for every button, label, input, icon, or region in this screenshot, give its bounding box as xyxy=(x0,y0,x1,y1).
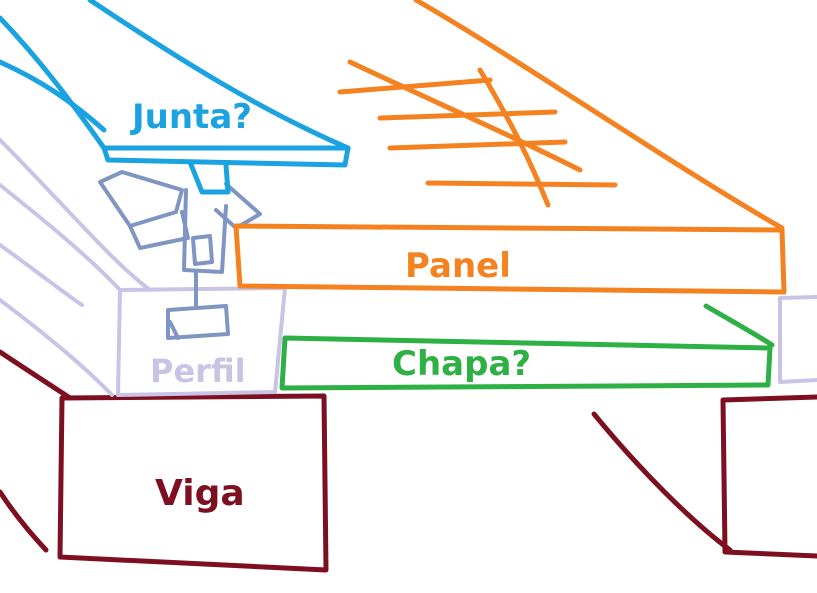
label-panel: Panel xyxy=(405,246,511,286)
label-perfil: Perfil xyxy=(150,352,246,390)
bracket-bolt xyxy=(166,270,230,340)
perfil-profile xyxy=(0,138,817,397)
junta-strip xyxy=(101,145,351,168)
viga-left-lower xyxy=(0,489,49,553)
junta-upper-edge xyxy=(87,0,351,151)
perfil-box xyxy=(116,286,287,397)
panel-hatch xyxy=(337,59,618,208)
junta-tab xyxy=(187,159,231,195)
perfil-rail-1 xyxy=(0,138,152,292)
junta-lower-edge xyxy=(0,15,107,151)
panel-top-slope xyxy=(413,0,785,231)
chapa-flap xyxy=(703,303,775,348)
bracket-stem xyxy=(182,188,228,274)
perfil-rail-4 xyxy=(0,298,114,397)
viga-right-slope xyxy=(591,411,733,553)
viga-right-box xyxy=(720,394,817,559)
viga-left-slope xyxy=(0,349,73,401)
label-viga: Viga xyxy=(155,473,245,514)
perfil-rail-3 xyxy=(0,243,84,307)
viga-main-box xyxy=(57,393,329,573)
viga-beams xyxy=(0,349,817,573)
junta-joint xyxy=(0,0,351,195)
panel-front-box xyxy=(233,223,787,295)
perfil-rail-2 xyxy=(0,183,122,292)
label-junta: Junta? xyxy=(130,97,252,137)
junta-slope xyxy=(0,59,107,133)
panel-board xyxy=(233,0,787,295)
bracket-left-clip xyxy=(98,170,190,250)
bracket-fastener xyxy=(98,170,262,340)
chapa-sheet xyxy=(279,303,775,391)
perfil-right-edge xyxy=(778,295,817,384)
label-chapa: Chapa? xyxy=(392,344,531,384)
chapa-outline xyxy=(279,335,773,391)
